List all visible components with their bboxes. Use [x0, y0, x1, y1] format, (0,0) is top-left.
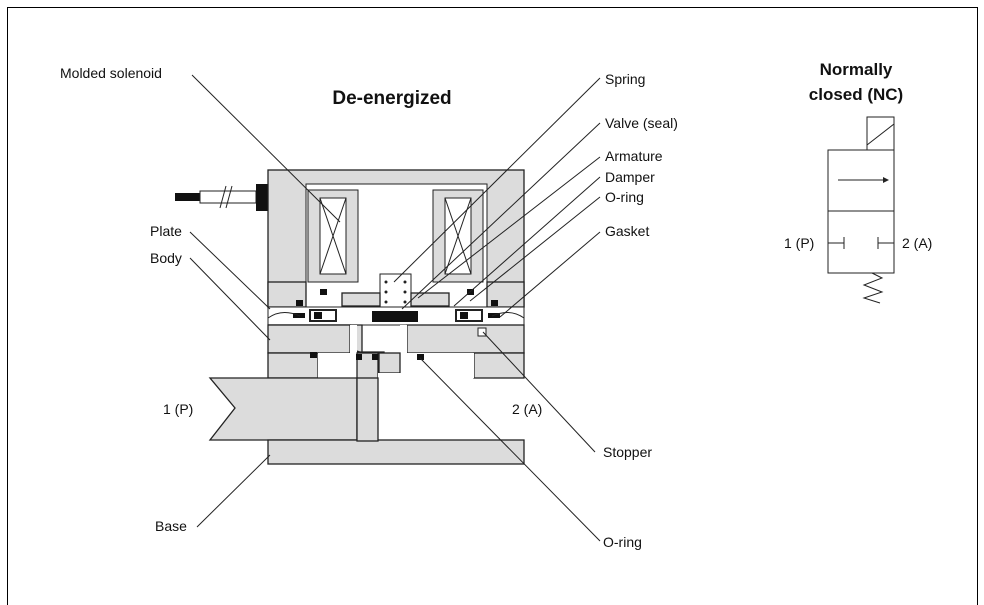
label-o-ring-bottom: O-ring: [603, 534, 642, 550]
symbol-title-line1: Normally: [820, 60, 893, 79]
label-damper: Damper: [605, 169, 655, 185]
valve-seal-layer: [267, 289, 525, 326]
label-port-a: 2 (A): [512, 401, 542, 417]
label-valve-seal: Valve (seal): [605, 115, 678, 131]
symbol-port-a: 2 (A): [902, 235, 932, 251]
label-port-p: 1 (P): [163, 401, 193, 417]
base: [267, 377, 525, 465]
port-p-pipe: [208, 377, 358, 441]
symbol-port-p: 1 (P): [784, 235, 814, 251]
symbol-title-line2: closed (NC): [809, 85, 903, 104]
valve-body: [267, 324, 525, 444]
label-stopper: Stopper: [603, 444, 652, 460]
cable: [175, 184, 268, 211]
label-body: Body: [150, 250, 182, 266]
label-plate: Plate: [150, 223, 182, 239]
diagram-title: De-energized: [332, 88, 451, 109]
diagram-frame: [7, 7, 978, 605]
label-gasket: Gasket: [605, 223, 649, 239]
leader-lines: [189, 74, 601, 542]
nc-valve-symbol: [827, 116, 895, 304]
label-o-ring-top: O-ring: [605, 189, 644, 205]
label-armature: Armature: [605, 148, 663, 164]
label-base: Base: [155, 518, 187, 534]
label-molded-solenoid: Molded solenoid: [60, 65, 162, 81]
label-spring: Spring: [605, 71, 645, 87]
